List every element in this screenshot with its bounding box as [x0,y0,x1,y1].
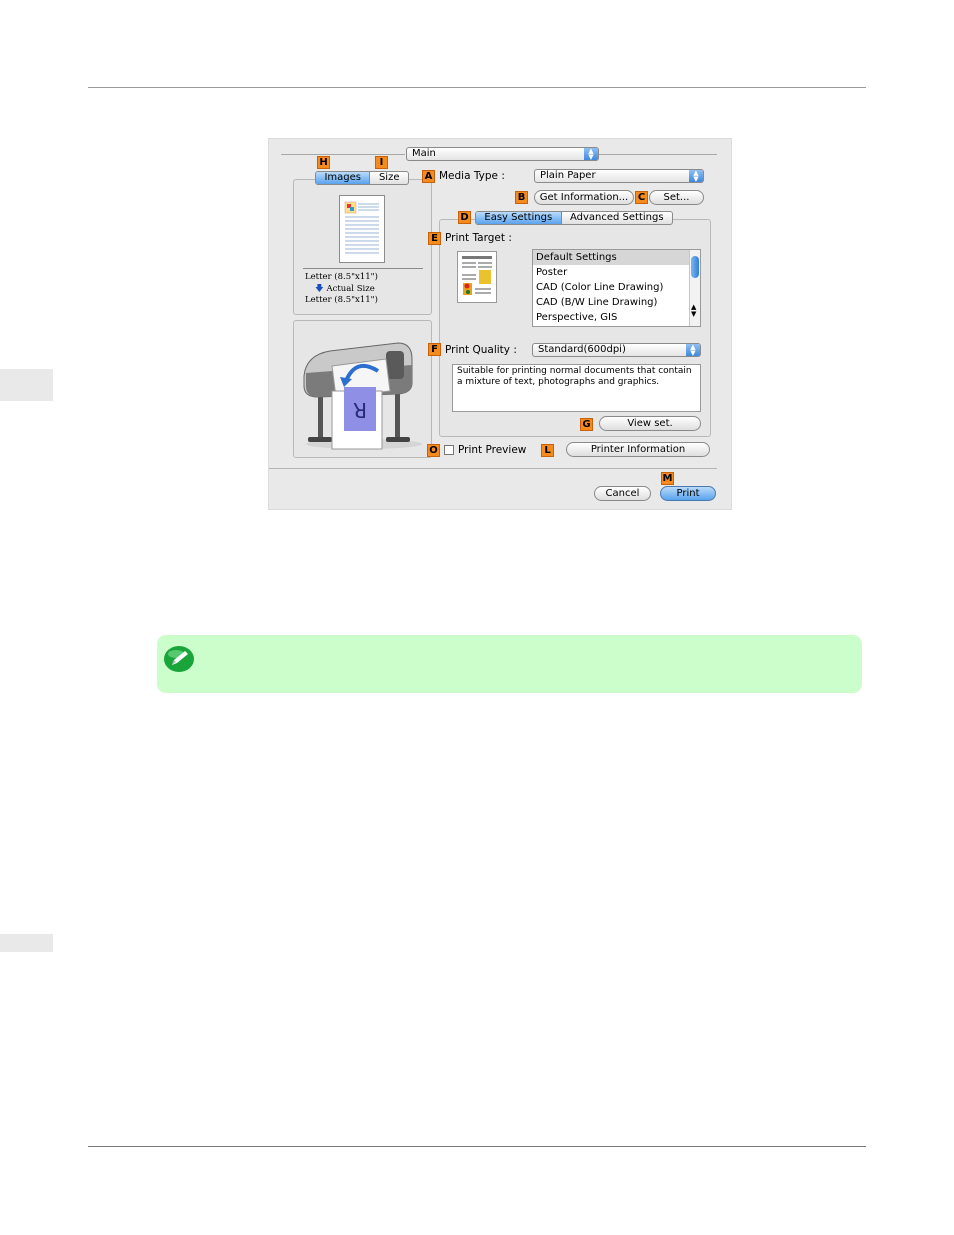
media-type-label: Media Type : [439,170,505,182]
print-preview-checkbox[interactable] [444,445,454,455]
paper-in-text: Letter (8.5"x11") [305,272,378,282]
badge-l: L [541,444,554,457]
note-box [157,635,862,693]
scroll-arrows-icon[interactable]: ▲▼ [691,303,697,318]
top-separator-left [281,154,405,155]
list-scrollbar[interactable]: ▲▼ [689,250,700,326]
print-preview-label: Print Preview [458,444,527,456]
scroll-thumb[interactable] [691,256,699,278]
badge-c: C [635,191,648,204]
printer-information-button[interactable]: Printer Information [566,442,710,457]
bottom-separator [269,468,717,469]
get-information-button[interactable]: Get Information... [534,190,634,205]
paper-out-text: Letter (8.5"x11") [305,295,378,305]
document-page-icon [344,201,379,254]
badge-i: I [375,156,388,169]
media-type-popup[interactable]: Plain Paper ▲▼ [534,169,704,183]
list-item[interactable]: CAD (B/W Line Drawing) [536,297,658,308]
badge-o: O [427,444,440,457]
print-quality-label: Print Quality : [445,344,517,356]
print-target-label: Print Target : [445,232,512,244]
popup-arrows-icon: ▲▼ [689,170,703,183]
badge-f: F [428,343,441,356]
cancel-button[interactable]: Cancel [594,486,651,501]
tab-size[interactable]: Size [378,172,400,183]
badge-d: D [458,211,471,224]
tab-advanced-settings[interactable]: Advanced Settings [569,212,664,223]
printer-illustration-group: R [293,320,432,458]
badge-b: B [515,191,528,204]
scale-text: Actual Size [326,283,375,294]
badge-e: E [428,232,441,245]
list-item[interactable]: Poster [536,267,568,278]
top-separator-right [599,154,717,155]
quality-description: Suitable for printing normal documents t… [452,364,701,412]
chapter-side-tab-lower [0,934,53,952]
badge-g: G [580,418,593,431]
preview-tabs: Images Size [315,171,409,185]
svg-text:R: R [353,398,367,422]
view-set-button[interactable]: View set. [599,416,701,431]
print-button[interactable]: Print [660,486,716,501]
large-format-printer-icon: R [303,342,422,450]
set-button[interactable]: Set... [649,190,704,205]
list-item[interactable]: Perspective, GIS [536,312,618,323]
header-rule [88,87,866,88]
footer-rule [88,1146,866,1147]
page-thumbnail [339,195,385,263]
popup-arrows-icon: ▲▼ [686,344,700,357]
print-target-list[interactable]: Default Settings Poster CAD (Color Line … [532,249,701,327]
target-thumbnail [457,251,497,303]
preview-info: Letter (8.5"x11") 🡇 Actual Size Letter (… [305,272,378,307]
print-dialog: Main ▲▼ H I Images Size Letter (8.5"x11"… [268,138,732,510]
tab-images[interactable]: Images [316,172,371,184]
tab-easy-settings[interactable]: Easy Settings [476,212,562,224]
scale-row: 🡇 Actual Size [305,284,378,296]
list-item[interactable]: CAD (Color Line Drawing) [536,282,664,293]
chapter-side-tab [0,369,53,401]
arrow-down-icon: 🡇 [315,283,324,294]
settings-tabs: Easy Settings Advanced Settings [475,211,673,225]
popup-arrows-icon: ▲▼ [584,148,598,161]
document-sample-icon [462,256,492,295]
pencil-note-icon [163,645,195,673]
preview-divider [303,268,423,269]
badge-h: H [317,156,330,169]
list-item[interactable]: Default Settings [533,250,700,265]
print-quality-popup[interactable]: Standard(600dpi) ▲▼ [532,343,701,357]
panel-popup[interactable]: Main ▲▼ [406,147,599,161]
badge-a: A [422,170,435,183]
badge-m: M [661,472,674,485]
